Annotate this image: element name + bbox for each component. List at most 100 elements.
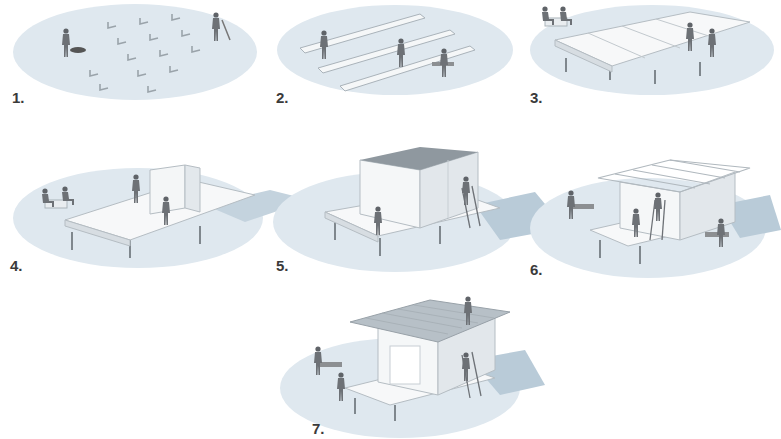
building-part bbox=[699, 62, 701, 76]
worker-figure bbox=[320, 30, 328, 59]
building-part bbox=[100, 84, 108, 90]
scene-3 bbox=[530, 5, 774, 95]
building-part bbox=[90, 14, 200, 92]
building-part bbox=[182, 30, 190, 36]
callout-number: 4. bbox=[10, 258, 23, 274]
building-part bbox=[565, 58, 567, 72]
building-part bbox=[472, 352, 481, 396]
building-part bbox=[662, 200, 665, 240]
callout-number: 5. bbox=[276, 258, 289, 274]
callout-number: 3. bbox=[530, 90, 543, 106]
building-part bbox=[555, 40, 612, 72]
scene-2 bbox=[277, 5, 513, 95]
building-part bbox=[90, 70, 98, 76]
worker-figure bbox=[212, 12, 220, 41]
building-part bbox=[588, 19, 715, 58]
scene-6 bbox=[530, 160, 781, 278]
worker-figure bbox=[686, 22, 694, 51]
building-part bbox=[394, 405, 396, 421]
worker-figure bbox=[632, 208, 640, 237]
building-part bbox=[360, 160, 420, 228]
building-part bbox=[150, 34, 158, 40]
scene-5 bbox=[273, 147, 565, 272]
building-part bbox=[566, 58, 700, 84]
worker-figure bbox=[132, 174, 140, 203]
ground-ellipse bbox=[13, 4, 257, 100]
worker-figure bbox=[560, 6, 572, 25]
building-part bbox=[65, 220, 130, 246]
worker-figure bbox=[62, 186, 74, 205]
worker-figure bbox=[440, 48, 448, 77]
worker-figure bbox=[42, 188, 54, 207]
worker-figure bbox=[464, 296, 472, 325]
ground-ellipse bbox=[70, 47, 86, 53]
worker-figure bbox=[462, 176, 470, 205]
building-part bbox=[148, 86, 156, 92]
building-part bbox=[160, 50, 168, 56]
worker-figure bbox=[654, 192, 662, 221]
building-part bbox=[199, 226, 201, 244]
building-part bbox=[340, 46, 475, 91]
building-part bbox=[633, 170, 710, 184]
worker-figure bbox=[162, 196, 170, 225]
building-part bbox=[366, 305, 494, 334]
building-part bbox=[472, 186, 480, 226]
building-part bbox=[185, 165, 200, 212]
building-part bbox=[360, 147, 478, 170]
building-part bbox=[318, 30, 455, 73]
callout-number: 2. bbox=[276, 90, 289, 106]
worker-figure bbox=[567, 190, 575, 219]
building-part bbox=[138, 70, 146, 76]
ground-ellipse bbox=[13, 168, 263, 268]
building-part bbox=[350, 300, 510, 342]
building-part bbox=[599, 240, 601, 258]
building-part bbox=[222, 20, 230, 40]
scene-4 bbox=[13, 165, 310, 268]
building-part bbox=[650, 200, 655, 240]
building-part bbox=[379, 238, 381, 256]
ground-ellipse bbox=[530, 5, 774, 95]
building-part bbox=[639, 246, 641, 264]
callout-number: 6. bbox=[530, 262, 543, 278]
worker-figure bbox=[374, 206, 382, 235]
building-part bbox=[108, 22, 116, 28]
building-part bbox=[170, 66, 178, 72]
building-part bbox=[598, 160, 750, 192]
building-part bbox=[670, 160, 740, 172]
scene-1 bbox=[13, 4, 257, 100]
worker-figure bbox=[397, 38, 405, 67]
building-part bbox=[390, 346, 420, 384]
building-part bbox=[140, 18, 148, 24]
building-part bbox=[705, 232, 729, 237]
building-part bbox=[462, 352, 481, 398]
worker-figure bbox=[462, 352, 470, 381]
building-part bbox=[128, 54, 136, 60]
worker-figure bbox=[337, 372, 345, 401]
building-part bbox=[366, 318, 448, 334]
building-part bbox=[71, 232, 73, 250]
building-part bbox=[654, 70, 656, 84]
worker-figure bbox=[717, 218, 725, 247]
building-part bbox=[300, 14, 475, 91]
worker-figure bbox=[542, 6, 554, 25]
building-part bbox=[354, 398, 356, 414]
building-part bbox=[656, 19, 715, 38]
building-part bbox=[448, 160, 449, 218]
building-part bbox=[382, 313, 462, 328]
building-part bbox=[414, 305, 494, 318]
building-part bbox=[118, 38, 126, 44]
ground-ellipse bbox=[277, 5, 513, 95]
building-part bbox=[192, 46, 200, 52]
worker-figure bbox=[314, 346, 322, 375]
worker-figure bbox=[62, 28, 70, 57]
building-part bbox=[334, 222, 336, 240]
building-part bbox=[439, 226, 441, 244]
scene-7 bbox=[280, 296, 545, 438]
building-part bbox=[588, 33, 645, 58]
callout-number: 1. bbox=[12, 90, 25, 106]
building-part bbox=[622, 26, 680, 48]
building-part bbox=[172, 14, 180, 20]
worker-figure bbox=[708, 28, 716, 57]
